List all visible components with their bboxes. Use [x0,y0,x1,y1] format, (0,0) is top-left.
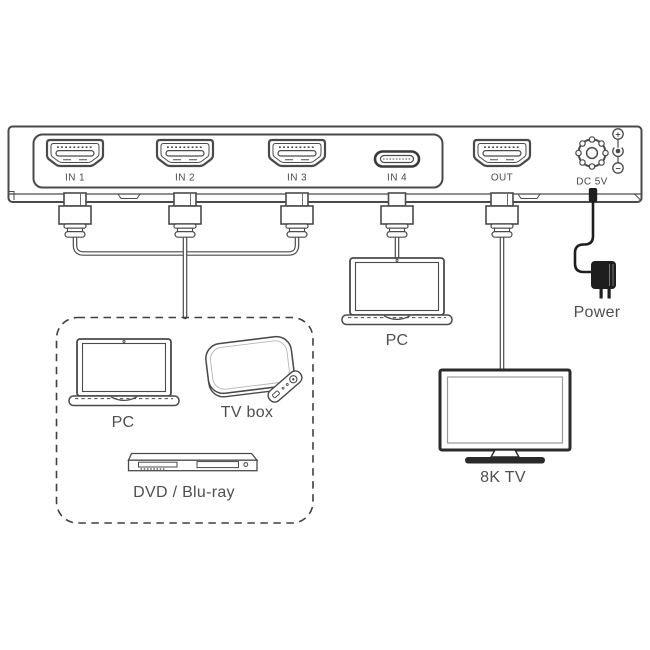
hdmi-plug-in1 [58,192,92,238]
dashed-group-outline [55,316,314,524]
hdmi-plug-in2 [168,192,202,238]
dc-power-jack-icon [575,136,609,170]
polarity-minus-sign: − [615,163,620,173]
remote-control-icon [267,370,303,403]
input-ports-group-outline [32,133,444,189]
pc-laptop-icon [341,257,453,326]
hdmi-port-out-icon [472,138,532,168]
port-label-in4: IN 4 [387,172,407,184]
port-label-in2: IN 2 [175,172,195,184]
tv-box-icon [205,335,296,398]
wall-adapter-icon [591,261,616,289]
label-8k-tv: 8K TV [480,469,526,486]
dvd-player-icon [127,452,259,472]
hdmi-cables [72,233,505,374]
source-pc-laptop-icon [68,338,180,407]
label-tv-box: TV box [220,404,274,421]
power-cable [573,200,595,274]
tv-8k-icon [438,368,572,464]
port-label-in1: IN 1 [65,172,85,184]
input-sources-group [55,316,314,524]
polarity-plus-sign: + [615,129,620,139]
polarity-icon: + − [612,128,624,174]
hdmi-plug-out [485,192,519,238]
label-power: Power [573,304,621,321]
dc-plug [588,188,598,202]
hdmi-port-in1-icon [45,138,105,168]
power-adapter [573,188,616,299]
label-pc-source: PC [111,414,135,431]
switcher-device: + − [7,125,643,203]
label-pc-in4: PC [385,332,409,349]
hdmi-port-in2-icon [155,138,215,168]
hdmi-port-in3-icon [267,138,327,168]
port-label-out: OUT [490,172,514,184]
port-label-dc5v: DC 5V [576,176,608,188]
hdmi-plug-in3 [280,192,314,238]
usbc-port-in4-icon [373,150,421,168]
label-dvd-bluray: DVD / Blu-ray [133,484,235,501]
port-label-in3: IN 3 [287,172,307,184]
